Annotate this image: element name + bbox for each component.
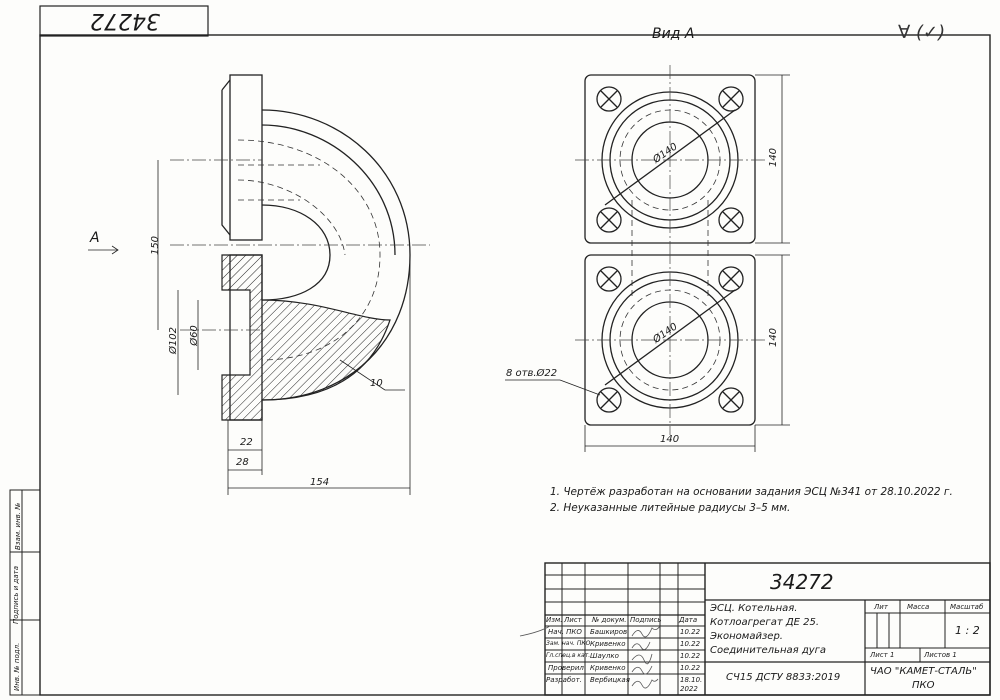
dim-w140: 140: [660, 434, 680, 445]
note-2: 2. Неуказанные литейные радиусы 3–5 мм.: [550, 502, 791, 514]
dim-d60: Ø60: [188, 325, 200, 346]
title-desc-2: Котлоагрегат ДЕ 25.: [710, 617, 820, 628]
row-2-date: 10.22: [680, 640, 701, 648]
col-doc: № докум.: [592, 616, 627, 624]
row-4-name: Кривенко: [590, 664, 626, 672]
dim-h140-bottom: 140: [768, 327, 780, 348]
side-stamp-replace: Взам. инв. №: [14, 502, 22, 550]
col-list: Лист: [564, 616, 582, 624]
dim-h140-top: 140: [768, 147, 780, 168]
note-1: 1. Чертёж разработан на основании задани…: [550, 486, 953, 498]
row-1-role: Нач. ПКО: [548, 628, 582, 636]
dim-154: 154: [310, 477, 330, 488]
row-4-date: 10.22: [680, 664, 701, 672]
row-3-date: 10.22: [680, 652, 701, 660]
row-2-name: Кривенко: [590, 640, 626, 648]
side-stamp-grid: [9, 489, 41, 696]
side-stamp-signature: Подпись и дата: [12, 566, 20, 624]
title-desc-1: ЭСЦ. Котельная.: [710, 603, 798, 614]
sheet-frame: [39, 5, 991, 696]
row-3-role: Гл.спец.в кат.: [546, 652, 591, 659]
dim-r10: 10: [370, 378, 383, 389]
row-3-name: Шаулко: [590, 652, 619, 660]
view-arrow-label: A: [90, 230, 100, 246]
col-izm: Изм.: [546, 616, 563, 624]
scale-value: 1 : 2: [955, 624, 980, 637]
col-sign: Подпись: [630, 616, 662, 624]
drawing-number-stamp: 34272: [90, 8, 160, 33]
sheet-label: Лист 1: [870, 651, 895, 659]
row-5-name: Вербицкая: [590, 676, 630, 684]
side-stamp-inv: Инв. № подл.: [13, 642, 21, 691]
mass-label: Масса: [907, 603, 930, 611]
dimension-lines-right: [505, 74, 790, 452]
dim-d102: Ø102: [167, 327, 179, 354]
row-1-name: Башкиров: [590, 628, 628, 636]
dimension-lines-left: [88, 160, 411, 495]
dim-22: 22: [240, 437, 253, 448]
title-material: СЧ15 ДСТУ 8833:2019: [726, 672, 841, 683]
hidden-lines: [237, 139, 381, 361]
row-5-date: 18.10. 2022: [680, 676, 703, 693]
row-2-role: Зам. нач. ПКО: [546, 640, 591, 647]
sheets-label: Листов 1: [924, 651, 957, 659]
view-label: Вид А: [652, 26, 695, 42]
flange-center-lines: [575, 65, 765, 435]
company-line-2: ПКО: [912, 680, 935, 691]
company-line-1: ЧАО "КАМЕТ-СТАЛЬ": [870, 666, 977, 677]
dim-150: 150: [150, 235, 162, 256]
roughness-mark: ∀ (✓): [898, 22, 946, 43]
dim-28: 28: [236, 457, 249, 468]
title-desc-4: Соединительная дуга: [710, 645, 827, 656]
center-lines: [170, 159, 430, 331]
signatures: [519, 625, 661, 689]
title-number: 34272: [770, 570, 834, 594]
lit-label: Лит: [874, 603, 888, 611]
scale-label: Масштаб: [950, 603, 984, 611]
title-desc-3: Экономайзер.: [710, 631, 783, 642]
col-date: Дата: [679, 616, 698, 624]
dim-holes: 8 отв.Ø22: [506, 368, 558, 379]
row-1-date: 10.22: [680, 628, 701, 636]
row-5-role: Разработ.: [546, 676, 582, 684]
hatched-section: [221, 254, 391, 421]
row-4-role: Проверил: [548, 664, 584, 672]
